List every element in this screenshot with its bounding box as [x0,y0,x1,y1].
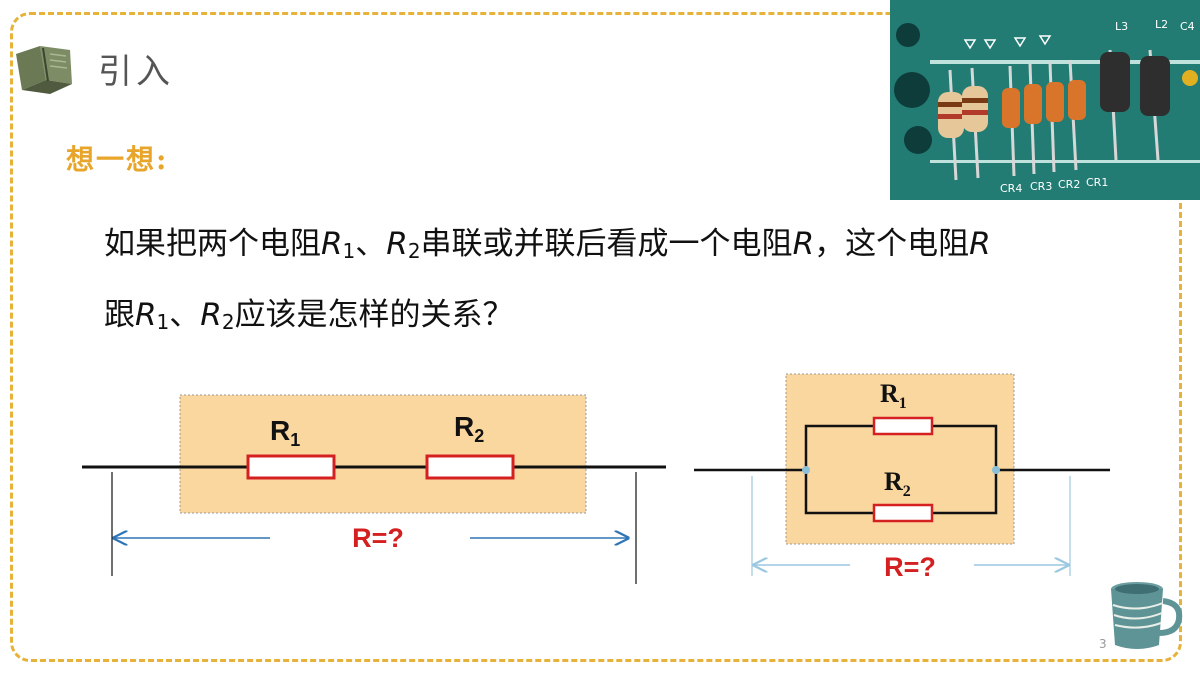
r1-label: R1 [270,415,300,450]
board-label: L2 [1155,18,1168,31]
resistor-r2 [872,503,934,523]
series-box [179,394,587,514]
question-line-1: 如果把两个电阻R1、R2串联或并联后看成一个电阻R，这个电阻R [104,226,991,263]
book-icon [16,46,72,94]
series-result: R=? [352,523,404,553]
board-label: CR1 [1086,176,1108,189]
question-text: 如果把两个电阻R1、R2串联或并联后看成一个电阻R，这个电阻R 跟R1、R2应该… [104,212,1144,354]
board-label: CR2 [1058,178,1080,191]
resistor-r1 [872,416,934,436]
board-label: C4 [1180,20,1195,33]
circuit-board-photo: L3 L2 C4 CR4 CR3 CR2 CR1 [890,0,1200,200]
page-number: 3 [1099,637,1107,651]
junction-right [992,466,1000,474]
parallel-result: R=? [884,552,936,582]
junction-left [802,466,810,474]
slide-title: 引入 [98,52,174,92]
branch-top [804,424,998,470]
circuit-diagrams: R1 R2 R=? R1 R2 R=? [82,373,1110,584]
slide-border [10,12,1182,662]
r1-label: R1 [880,379,907,412]
parallel-circuit: R1 R2 R=? [694,373,1110,582]
cup-icon [1111,582,1183,649]
series-circuit: R1 R2 R=? [82,394,666,584]
board-label: CR3 [1030,180,1052,193]
board-label: CR4 [1000,182,1022,195]
resistor-r1 [246,454,336,480]
resistor-r2 [425,454,515,480]
section-label: 想一想: [66,143,169,176]
board-label: L3 [1115,20,1128,33]
r2-label: R2 [454,411,484,446]
question-line-2: 跟R1、R2应该是怎样的关系？ [104,297,514,334]
branch-bottom [804,470,998,515]
r2-label: R2 [884,467,911,500]
